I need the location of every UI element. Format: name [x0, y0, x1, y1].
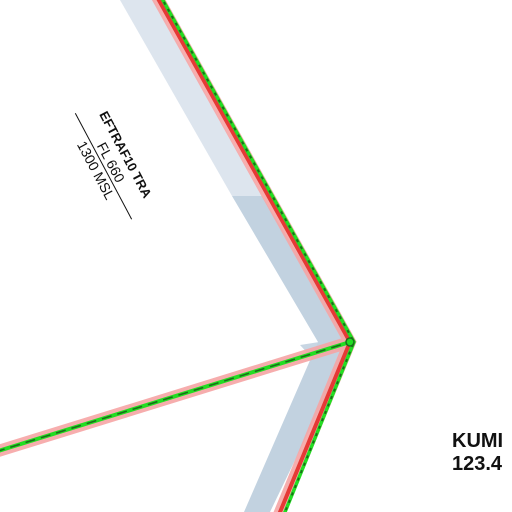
route-line-west	[0, 340, 351, 453]
waypoint-marker[interactable]	[345, 337, 355, 347]
frequency-label: KUMI 123.4	[452, 430, 503, 476]
airspace-corridor-upper	[120, 0, 262, 196]
frequency-value: 123.4	[452, 453, 503, 475]
frequency-name: KUMI	[452, 430, 504, 452]
